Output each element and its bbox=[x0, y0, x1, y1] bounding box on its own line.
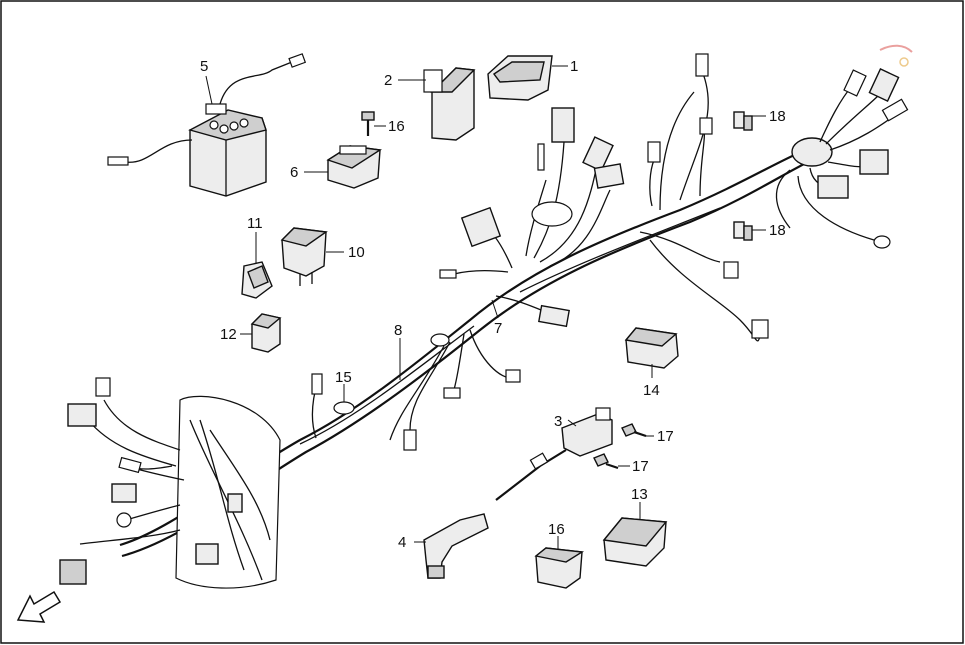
part-relay-12 bbox=[250, 313, 282, 353]
callout-3: 3 bbox=[554, 413, 562, 430]
callout-6: 6 bbox=[290, 164, 298, 181]
part-cover-1 bbox=[487, 55, 553, 101]
callout-8: 8 bbox=[394, 322, 402, 339]
callout-11: 11 bbox=[247, 215, 263, 232]
callouts: 1 2 3 4 5 6 7 8 10 11 12 13 14 15 16 16 … bbox=[200, 58, 786, 551]
part-bolt-16 bbox=[361, 111, 375, 136]
part-connector-14 bbox=[624, 327, 679, 369]
part-relay-13 bbox=[602, 517, 668, 567]
callout-14: 14 bbox=[643, 382, 660, 399]
part-relay-10 bbox=[280, 227, 328, 286]
part-fuse-11 bbox=[241, 261, 273, 299]
part-flasher bbox=[326, 145, 382, 189]
leader-lines bbox=[205, 65, 766, 550]
callout-16-upper: 16 bbox=[388, 118, 405, 135]
front-arrow-icon bbox=[16, 590, 62, 623]
callout-15: 15 bbox=[335, 369, 352, 386]
callout-4: 4 bbox=[398, 534, 406, 551]
callout-13: 13 bbox=[631, 486, 648, 503]
part-main-harness bbox=[59, 53, 909, 589]
callout-12: 12 bbox=[220, 326, 237, 343]
part-regulator bbox=[423, 67, 476, 141]
callout-17-upper: 17 bbox=[657, 428, 674, 445]
callout-18-lower: 18 bbox=[769, 222, 786, 239]
callout-17-lower: 17 bbox=[632, 458, 649, 475]
watermark-logo bbox=[879, 44, 913, 67]
callout-7: 7 bbox=[494, 320, 502, 337]
part-relay-16 bbox=[534, 547, 585, 589]
callout-16-lower: 16 bbox=[548, 521, 565, 538]
callout-2: 2 bbox=[384, 72, 392, 89]
callout-10: 10 bbox=[348, 244, 365, 261]
callout-5: 5 bbox=[200, 58, 208, 75]
part-fuse-18b bbox=[733, 221, 753, 241]
part-bolts-17 bbox=[593, 423, 647, 470]
callout-1: 1 bbox=[570, 58, 578, 75]
part-fuse-18a bbox=[733, 111, 753, 131]
part-plug-cap bbox=[423, 513, 489, 579]
part-battery bbox=[107, 53, 307, 197]
callout-18-upper: 18 bbox=[769, 108, 786, 125]
